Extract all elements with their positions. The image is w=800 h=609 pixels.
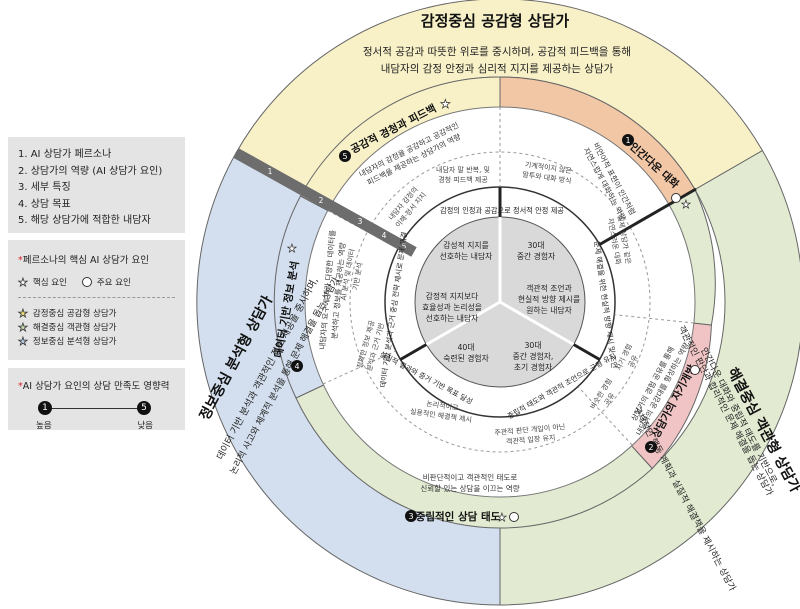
- factor-1-star-icon: ★: [681, 198, 691, 211]
- goal-3c-line2: 객관적 입장 유지: [506, 433, 556, 446]
- bar-number-3: 3: [358, 217, 363, 226]
- legend-item-3: 3. 세부 특징: [18, 182, 71, 193]
- factor-3-main-icon: [509, 512, 519, 522]
- legend-structure: 1. AI 상담가 페르소나 2. 상담가의 역량 (AI 상담가 요인) 3.…: [8, 137, 185, 233]
- center-bottom-left-1: 40대: [457, 343, 474, 352]
- center-bottom-right-1: 30대: [524, 341, 541, 350]
- factor-3-number: 3: [408, 512, 413, 521]
- factor-1-main-icon: [671, 193, 681, 203]
- circle-icon: [81, 277, 92, 287]
- star-icon: ★: [18, 334, 29, 348]
- factor-4-star-icon: ★: [287, 242, 297, 255]
- legend-factors-title: *페르소나의 핵심 AI 상담가 요인: [18, 255, 150, 266]
- center-bottom-right-2: 중간 경험자,: [513, 351, 554, 361]
- star-icon: ★: [18, 306, 29, 320]
- legend-item-1: 1. AI 상담가 페르소나: [18, 149, 112, 160]
- factor-2-number: 2: [648, 443, 653, 452]
- bar-number-5: 5: [402, 242, 407, 251]
- feature-3-line2: 신뢰할 있는 상담을 이끄는 역량: [420, 483, 519, 493]
- star-icon: ★: [18, 320, 29, 334]
- center-left-3: 선호하는 내담자: [426, 313, 479, 323]
- center-bottom-right-3: 초기 경험자: [514, 362, 552, 372]
- bar-number-4: 4: [382, 231, 387, 240]
- scale-bar: 1 5 높음 낮음: [18, 400, 175, 436]
- legend-scale-title: *AI 상담가 요인의 상담 만족도 영향력: [18, 381, 170, 392]
- empathy-desc-2: 내담자의 감정 안정과 심리적 지지를 제공하는 상담가: [381, 62, 614, 75]
- goal-5c-line2: 경청 피드백 제공: [438, 175, 488, 184]
- factor-5-number: 5: [342, 152, 347, 161]
- center-right-3: 원하는 내담자: [526, 305, 572, 315]
- bar-number-2: 2: [319, 196, 324, 205]
- legend-type-1: ★ 감정중심 공감형 상담가: [18, 306, 117, 320]
- factor-4-number: 4: [294, 362, 299, 371]
- empathy-title: 감정중심 공감형 상담가: [421, 12, 570, 30]
- inner-top: 감정의 인정과 공감으로 정서적 안정 제공: [440, 206, 564, 215]
- center-left-1: 감정적 지지보다: [426, 291, 479, 301]
- center-top-right-1: 30대: [527, 241, 544, 250]
- scale-high-dot: 1: [38, 401, 52, 415]
- legend-core: ★ 핵심 요인 주요 요인: [18, 275, 131, 289]
- center-left-2: 효율성과 논리성을: [422, 303, 482, 312]
- legend-type-3: ★ 정보중심 분석형 상담가: [18, 334, 117, 348]
- scale-high-label: 높음: [36, 421, 52, 431]
- legend-item-2: 2. 상담가의 역량 (AI 상담가 요인): [18, 165, 163, 177]
- factor-2-main-icon: [690, 365, 700, 375]
- legend-scale: *AI 상담가 요인의 상담 만족도 영향력 1 5 높음 낮음: [8, 368, 185, 431]
- center-bottom-left-2: 숙련된 경험자: [443, 353, 489, 363]
- scale-low-dot: 5: [137, 401, 151, 415]
- feature-3-line1: 비판단적이고 객관적인 태도로: [423, 472, 518, 482]
- factor-3-label: 중립적인 상담 태도: [416, 510, 501, 523]
- legend-item-4: 4. 상담 목표: [18, 198, 71, 210]
- scale-low-label: 낮음: [137, 421, 153, 431]
- center-right-1: 객관적 조언과: [526, 283, 572, 293]
- factor-3-star-icon: ★: [497, 511, 507, 524]
- bar-number-1: 1: [268, 167, 273, 176]
- goal-5c-line1: 내담자 말 반복, 및: [436, 165, 490, 174]
- empathy-desc-1: 정서적 공감과 따뜻한 위로를 중시하며, 공감적 피드백을 통해: [363, 45, 631, 58]
- legend-type-2: ★ 해결중심 객관형 상담가: [18, 320, 117, 334]
- legend-item-5: 5. 해당 상담가에 적합한 내담자: [18, 215, 151, 226]
- star-icon: ★: [18, 275, 29, 289]
- center-top-left-2: 선호하는 내담자: [440, 251, 493, 261]
- center-top-right-2: 중간 경험자: [517, 251, 555, 261]
- center-right-2: 현실적 방향 제시를: [518, 294, 580, 304]
- center-top-left-1: 감성적 지지를: [443, 240, 489, 250]
- factor-5-star-icon: ★: [440, 97, 451, 111]
- factor-1-number: 1: [625, 136, 630, 145]
- legend-factors: *페르소나의 핵심 AI 상담가 요인 ★ 핵심 요인 주요 요인 ★ 감정중심…: [8, 240, 185, 360]
